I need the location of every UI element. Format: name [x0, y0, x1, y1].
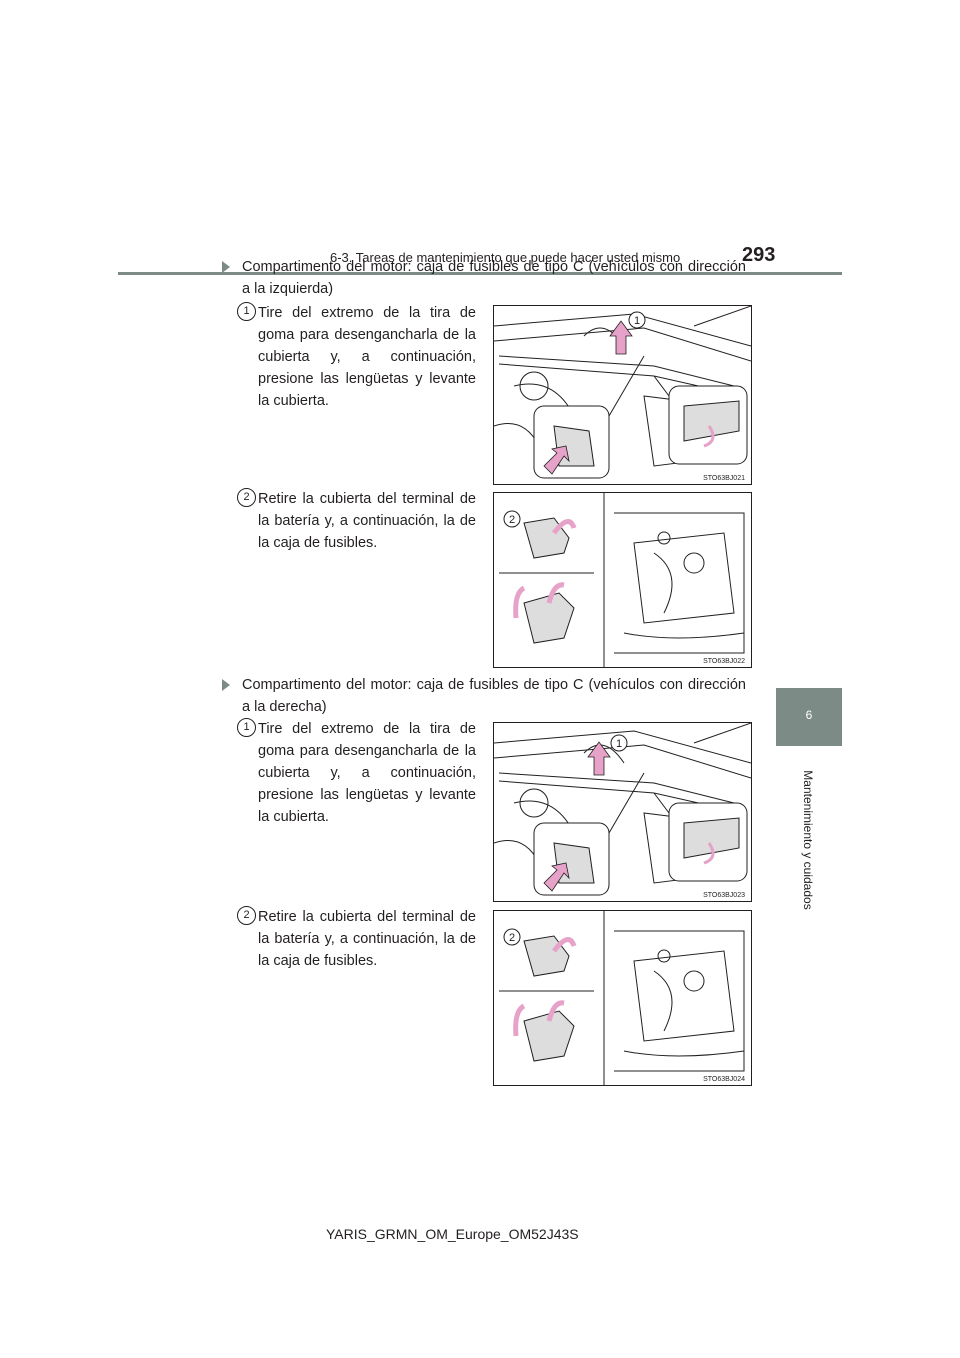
chapter-number: 6 [805, 708, 813, 722]
chapter-tab: 6 [776, 688, 842, 746]
figure-remove-terminal-cover-rhd: 2 STO63BJ024 [493, 910, 752, 1086]
section-heading: Compartimento del motor: caja de fusible… [242, 677, 746, 715]
figure-callout-number: 2 [509, 932, 515, 944]
bullet-arrow-icon [222, 679, 230, 691]
step-number-badge: 1 [237, 302, 256, 321]
figure-callout-number: 1 [616, 738, 622, 750]
header-divider [118, 272, 842, 275]
figure-callout-number: 2 [509, 514, 515, 526]
section-right-hand-drive: Compartimento del motor: caja de fusible… [222, 674, 746, 718]
figure-remove-cover-rhd: 1 STO63BJ023 [493, 722, 752, 902]
figure-remove-terminal-cover-lhd: 2 STO63BJ022 [493, 492, 752, 668]
figure-code: STO63BJ022 [701, 658, 747, 665]
step-number-badge: 2 [237, 488, 256, 507]
figure-code: STO63BJ024 [701, 1076, 747, 1083]
section-heading: Compartimento del motor: caja de fusible… [242, 259, 746, 297]
step-number-badge: 2 [237, 906, 256, 925]
step-instruction: Tire del extremo de la tira de goma para… [258, 305, 476, 409]
chapter-label-text: Mantenimiento y cuidados [801, 770, 815, 910]
figure-code: STO63BJ021 [701, 475, 747, 482]
step-number-badge: 1 [237, 718, 256, 737]
figure-callout-number: 1 [634, 315, 640, 327]
document-code-footer: YARIS_GRMN_OM_Europe_OM52J43S [326, 1226, 579, 1242]
step-instruction: Tire del extremo de la tira de goma para… [258, 721, 476, 825]
step-instruction: Retire la cubierta del terminal de la ba… [258, 909, 476, 969]
section-header-title: 6-3. Tareas de mantenimiento que puede h… [330, 250, 681, 265]
section-left-hand-drive: Compartimento del motor: caja de fusible… [222, 256, 746, 300]
figure-remove-cover-lhd: 1 STO63BJ021 [493, 305, 752, 485]
figure-code: STO63BJ023 [701, 892, 747, 899]
chapter-label: Mantenimiento y cuidados [775, 760, 841, 920]
bullet-arrow-icon [222, 261, 230, 273]
step-instruction: Retire la cubierta del terminal de la ba… [258, 491, 476, 551]
page-number: 293 [742, 244, 776, 266]
